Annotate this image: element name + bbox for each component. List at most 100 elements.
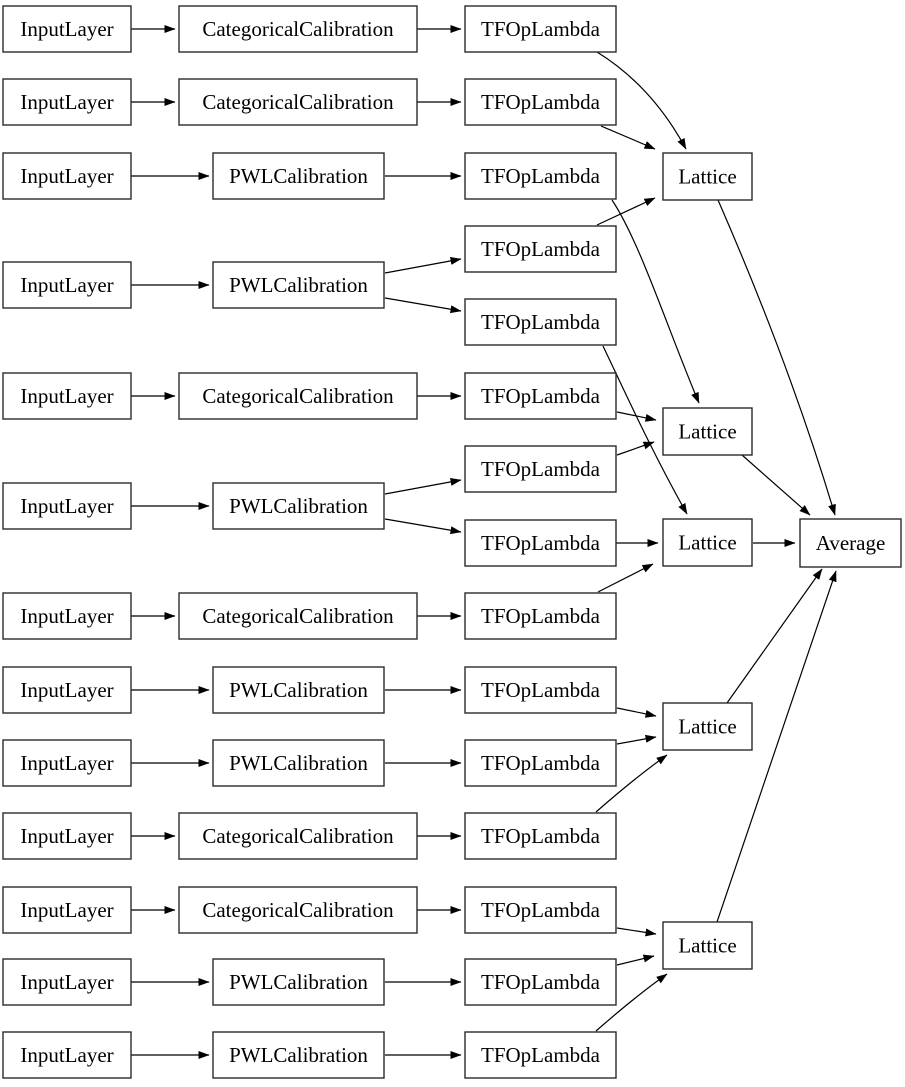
node-label-cal8: PWLCalibration <box>229 678 368 702</box>
node-tf6: TFOpLambda <box>464 372 617 420</box>
node-box-cal8 <box>212 666 385 714</box>
node-il4: InputLayer <box>2 261 132 309</box>
node-box-tf14 <box>464 958 617 1006</box>
node-box-cal10 <box>178 812 418 860</box>
node-il11: InputLayer <box>2 886 132 934</box>
node-box-tf8 <box>464 519 617 567</box>
node-il8: InputLayer <box>2 666 132 714</box>
node-label-tf14: TFOpLambda <box>481 970 601 994</box>
node-label-cal4: PWLCalibration <box>229 273 368 297</box>
edge-lat1-avg <box>717 199 836 516</box>
node-box-cal11 <box>178 886 418 934</box>
node-lat2: Lattice <box>662 407 753 456</box>
node-box-tf7 <box>464 445 617 493</box>
node-box-il5 <box>2 372 132 420</box>
node-tf13: TFOpLambda <box>464 886 617 934</box>
edge-tf1-lat1 <box>596 51 687 150</box>
node-label-lat2: Lattice <box>678 420 736 444</box>
node-label-il13: InputLayer <box>20 1043 113 1067</box>
node-tf3: TFOpLambda <box>464 152 617 200</box>
node-label-tf8: TFOpLambda <box>481 531 601 555</box>
node-label-tf12: TFOpLambda <box>481 824 601 848</box>
node-label-cal13: PWLCalibration <box>229 1043 368 1067</box>
node-label-il7: InputLayer <box>20 604 113 628</box>
node-label-lat1: Lattice <box>678 165 736 189</box>
node-box-il9 <box>2 739 132 787</box>
node-label-il5: InputLayer <box>20 384 113 408</box>
node-label-lat3: Lattice <box>678 531 736 555</box>
node-label-cal7: CategoricalCalibration <box>202 604 394 628</box>
edge-tf5-lat3 <box>602 345 688 515</box>
node-cal11: CategoricalCalibration <box>178 886 418 934</box>
node-box-cal2 <box>178 78 418 126</box>
node-box-il13 <box>2 1031 132 1079</box>
node-box-tf4 <box>464 225 617 273</box>
node-label-il9: InputLayer <box>20 751 113 775</box>
node-cal4: PWLCalibration <box>212 261 385 309</box>
node-label-tf2: TFOpLambda <box>481 90 601 114</box>
node-il10: InputLayer <box>2 812 132 860</box>
node-label-cal2: CategoricalCalibration <box>202 90 394 114</box>
node-box-il11 <box>2 886 132 934</box>
node-label-tf15: TFOpLambda <box>481 1043 601 1067</box>
node-box-tf6 <box>464 372 617 420</box>
node-tf12: TFOpLambda <box>464 812 617 860</box>
node-label-cal6: PWLCalibration <box>229 494 368 518</box>
edge-tf11-lat4 <box>616 734 657 745</box>
node-tf9: TFOpLambda <box>464 592 617 640</box>
node-il9: InputLayer <box>2 739 132 787</box>
node-tf14: TFOpLambda <box>464 958 617 1006</box>
node-label-tf11: TFOpLambda <box>481 751 601 775</box>
node-cal10: CategoricalCalibration <box>178 812 418 860</box>
edge-lat5-avg <box>716 570 837 923</box>
node-box-tf12 <box>464 812 617 860</box>
edge-tf13-lat5 <box>616 927 657 937</box>
node-cal6: PWLCalibration <box>212 482 385 530</box>
node-label-tf9: TFOpLambda <box>481 604 601 628</box>
node-box-cal5 <box>178 372 418 420</box>
node-label-lat4: Lattice <box>678 715 736 739</box>
node-label-cal10: CategoricalCalibration <box>202 824 394 848</box>
node-label-il6: InputLayer <box>20 494 113 518</box>
node-lat5: Lattice <box>662 921 753 970</box>
node-box-tf2 <box>464 78 617 126</box>
node-box-tf9 <box>464 592 617 640</box>
node-label-il8: InputLayer <box>20 678 113 702</box>
node-label-tf5: TFOpLambda <box>481 310 601 334</box>
node-box-lat1 <box>662 152 753 201</box>
node-box-cal7 <box>178 592 418 640</box>
node-il3: InputLayer <box>2 152 132 200</box>
edge-tf12-lat4 <box>595 754 668 813</box>
node-tf2: TFOpLambda <box>464 78 617 126</box>
node-box-cal13 <box>212 1031 385 1079</box>
node-label-cal11: CategoricalCalibration <box>202 898 394 922</box>
node-box-il3 <box>2 152 132 200</box>
node-label-lat5: Lattice <box>678 934 736 958</box>
node-label-il4: InputLayer <box>20 273 113 297</box>
node-lat3: Lattice <box>662 518 753 567</box>
node-tf7: TFOpLambda <box>464 445 617 493</box>
node-box-tf10 <box>464 666 617 714</box>
node-box-il10 <box>2 812 132 860</box>
node-label-cal3: PWLCalibration <box>229 164 368 188</box>
node-il1: InputLayer <box>2 5 132 53</box>
node-box-lat2 <box>662 407 753 456</box>
node-box-lat5 <box>662 921 753 970</box>
node-cal1: CategoricalCalibration <box>178 5 418 53</box>
edge-tf4-lat1 <box>596 197 656 226</box>
edge-lat2-avg <box>741 454 811 516</box>
edge-cal4-tf4 <box>384 256 462 274</box>
node-cal7: CategoricalCalibration <box>178 592 418 640</box>
node-box-lat3 <box>662 518 753 567</box>
node-box-cal3 <box>212 152 385 200</box>
node-lat1: Lattice <box>662 152 753 201</box>
node-box-tf1 <box>464 5 617 53</box>
node-tf1: TFOpLambda <box>464 5 617 53</box>
node-box-il6 <box>2 482 132 530</box>
edge-tf7-lat2 <box>616 441 655 456</box>
node-il13: InputLayer <box>2 1031 132 1079</box>
node-label-cal1: CategoricalCalibration <box>202 17 394 41</box>
edge-lat4-avg <box>726 568 823 704</box>
node-label-il3: InputLayer <box>20 164 113 188</box>
